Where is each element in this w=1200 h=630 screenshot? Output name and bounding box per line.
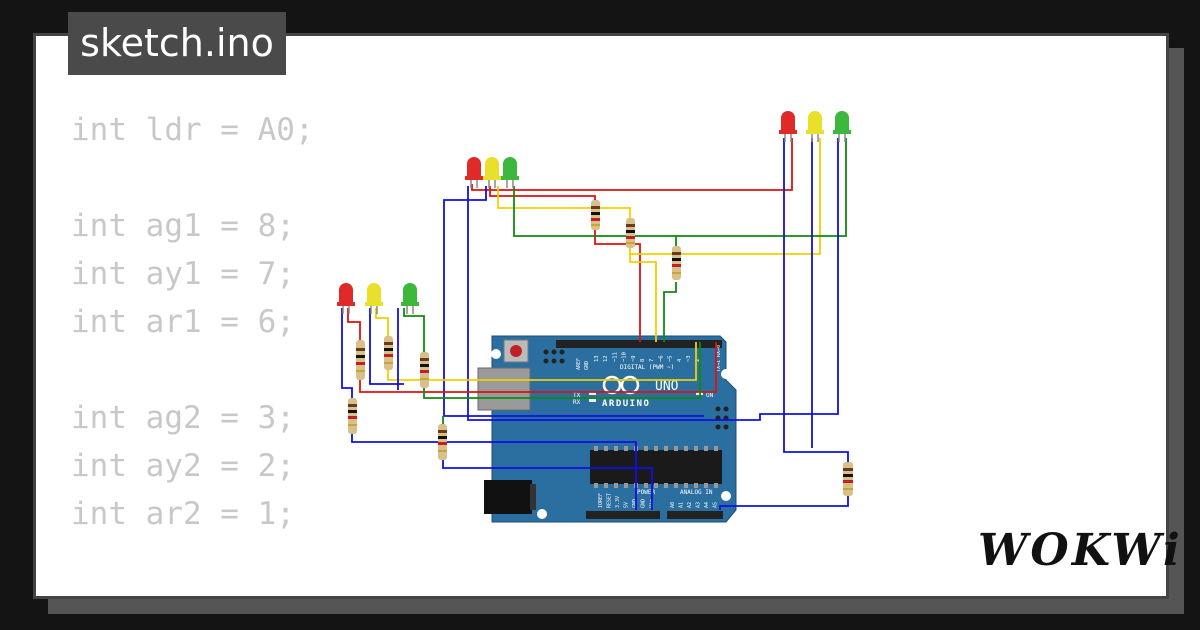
digital-header [556, 340, 722, 348]
code-line: int ar1 = 6; [71, 304, 295, 340]
board-logo: UNO [655, 379, 679, 394]
pin-label: A2 [687, 502, 693, 508]
txrx-pins-label: TX→1 RX←0 [716, 345, 722, 372]
wokwi-logo: WOKWi [978, 525, 1183, 576]
led-icon[interactable] [832, 110, 852, 143]
ic-chip-icon [590, 450, 722, 484]
pin-label: 13 [594, 355, 600, 362]
pin-label: A4 [704, 502, 710, 508]
led-icon[interactable] [336, 282, 356, 315]
header-digital-label: DIGITAL (PWM ~) [620, 364, 674, 371]
pin-label: 4 [677, 358, 683, 362]
code-line: int ar2 = 1; [71, 496, 295, 532]
on-label: ON [706, 392, 714, 399]
reset-button-icon[interactable] [503, 339, 529, 363]
resistor-icon[interactable] [591, 200, 600, 230]
header-power-label: POWER [637, 489, 655, 496]
resistor-icon[interactable] [843, 462, 853, 496]
led-icon[interactable] [500, 156, 520, 189]
pin-label: 7 [649, 359, 655, 362]
pin-label: GND [641, 499, 647, 508]
resistor-icon[interactable] [348, 398, 357, 434]
pin-label: A5 [713, 502, 719, 508]
board-maker: ARDUINO [602, 399, 650, 409]
sketch-title: sketch.ino [68, 12, 286, 75]
resistor-icon[interactable] [626, 218, 635, 248]
resistor-icon[interactable] [384, 336, 393, 370]
pin-label: 8 [640, 359, 646, 362]
pin-label: 3.3V [615, 496, 621, 508]
analog-header [667, 511, 723, 519]
pin-label: 5V [624, 502, 630, 508]
code-line: int ldr_v = 0; [71, 586, 332, 596]
usb-port-icon [477, 367, 531, 411]
aref-label: AREF [576, 358, 582, 370]
pin-label: RESET [607, 493, 613, 508]
arduino-logo-icon [602, 375, 640, 395]
pin-label: IOREF [598, 493, 604, 508]
pin-label: ~10 [622, 352, 628, 362]
power-jack-icon [484, 480, 532, 514]
led-icon[interactable] [805, 110, 825, 143]
code-preview: int ldr = A0; int ag1 = 8; int ay1 = 7; in… [71, 106, 332, 596]
pin-label: 12 [603, 355, 609, 362]
pin-label: ~9 [631, 355, 637, 362]
code-line: int ag2 = 3; [71, 400, 295, 436]
led-icon[interactable] [482, 156, 502, 189]
led-icon[interactable] [464, 156, 484, 189]
resistor-icon[interactable] [438, 424, 447, 460]
resistor-icon[interactable] [420, 352, 429, 388]
pin-label: ~11 [612, 352, 618, 362]
pin-label: A1 [679, 502, 685, 508]
resistors[interactable] [348, 200, 853, 496]
gnd-label: GND [584, 361, 590, 370]
led-icon[interactable] [778, 110, 798, 143]
code-line: int ay1 = 7; [71, 256, 295, 292]
tx-label: TX [573, 392, 581, 399]
arduino-board[interactable]: UNO ARDUINO DIGITAL (PWM ~) POWER ANALOG… [477, 335, 737, 523]
resistor-icon[interactable] [356, 340, 365, 380]
preview-card: int ldr = A0; int ag1 = 8; int ay1 = 7; in… [33, 33, 1169, 599]
pin-label: GND [632, 499, 638, 508]
rx-label: RX [573, 399, 581, 406]
code-line: int ag1 = 8; [71, 208, 295, 244]
pin-label: ~6 [658, 355, 664, 362]
power-header [586, 511, 660, 519]
code-line: int ay2 = 2; [71, 448, 295, 484]
header-analog-label: ANALOG IN [680, 489, 713, 496]
pin-label: ~5 [668, 355, 674, 362]
pin-label: A3 [696, 502, 702, 508]
wires[interactable] [341, 138, 849, 510]
pin-label: ~3 [686, 355, 692, 362]
code-line: int ldr = A0; [71, 112, 314, 148]
pin-label: 2 [695, 359, 701, 362]
resistor-icon[interactable] [672, 246, 681, 280]
led-icon[interactable] [364, 282, 384, 315]
pin-label: A0 [670, 502, 676, 508]
